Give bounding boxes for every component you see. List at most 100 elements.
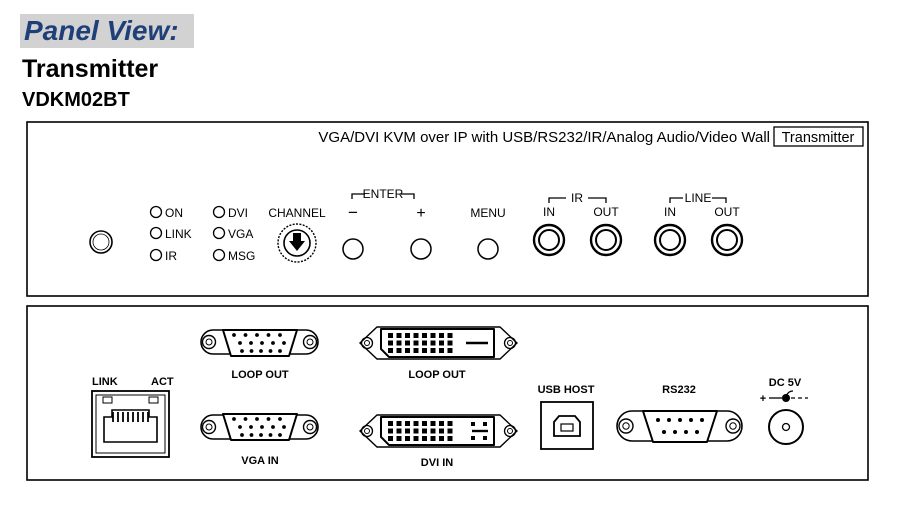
- panel-view-title: Panel View:: [24, 15, 179, 46]
- dc-power-jack[interactable]: [768, 409, 804, 445]
- dvi-in-pin: [388, 436, 393, 441]
- dvi-in-pin: [396, 421, 402, 426]
- panel-view-heading: Panel View:: [20, 14, 194, 48]
- line-in-jack[interactable]: [653, 223, 687, 257]
- line-bracket: [669, 197, 727, 203]
- enter-plus-button[interactable]: [410, 238, 432, 260]
- dvi-loop-out-port[interactable]: [358, 326, 519, 360]
- vga-loop-pin: [266, 333, 271, 337]
- dvi-in-pin: [413, 421, 419, 426]
- dvi-loop-pin: [413, 340, 419, 346]
- dvi-loop-pin: [422, 348, 427, 353]
- vga-loop-pins: [232, 333, 286, 353]
- vga-in-screw-left-hole: [205, 423, 213, 431]
- led-vga: [212, 226, 226, 240]
- model-number: VDKM02BT: [22, 89, 130, 111]
- line-group-label: LINE: [685, 191, 712, 205]
- vga-loop-screw-left-hole: [205, 338, 213, 346]
- rj45-link-led: [102, 396, 113, 404]
- dvi-loop-screw-right-hole: [507, 340, 513, 346]
- dvi-in-port[interactable]: [358, 414, 519, 448]
- dvi-loop-pin: [413, 348, 419, 353]
- vga-in-screw-right-hole: [306, 423, 314, 431]
- usb-host-label: USB HOST: [538, 384, 595, 396]
- usb-host-port[interactable]: [540, 401, 594, 450]
- usb-b-tongue: [560, 423, 574, 432]
- dvi-in-pin: [430, 421, 436, 426]
- dvi-in-pin: [439, 436, 444, 441]
- vga-loop-pin: [249, 341, 253, 345]
- vga-in-pin: [260, 425, 264, 429]
- vga-loop-out-port[interactable]: [200, 329, 319, 357]
- menu-label: MENU: [470, 206, 505, 220]
- dvi-in-pin: [447, 436, 453, 441]
- rj45-link-label: LINK: [92, 376, 118, 388]
- vga-loop-pin: [271, 341, 275, 345]
- rs232-pins: [656, 418, 704, 434]
- rs232-pin: [656, 418, 660, 422]
- dc-polarity-icon: +: [760, 390, 808, 405]
- vga-loop-pin: [240, 349, 244, 353]
- dvi-in-pin: [439, 421, 444, 426]
- vga-loop-pin: [278, 349, 282, 353]
- front-description: VGA/DVI KVM over IP with USB/RS232/IR/An…: [318, 129, 770, 146]
- line-out-label: OUT: [714, 205, 740, 219]
- dvi-loop-pin: [447, 340, 453, 346]
- ir-out-jack-inner: [595, 229, 617, 251]
- menu-button[interactable]: [477, 238, 499, 260]
- ir-out-label: OUT: [593, 205, 619, 219]
- vga-in-pin: [243, 417, 248, 421]
- rj45-ethernet-port[interactable]: [91, 390, 170, 458]
- vga-in-pin: [249, 425, 253, 429]
- vga-in-pin: [249, 433, 254, 437]
- led-link-label: LINK: [165, 227, 192, 241]
- rs232-pin: [662, 430, 666, 434]
- dvi-loop-pin: [405, 333, 410, 338]
- dvi-loop-pin: [439, 333, 444, 338]
- dvi-in-pin: [430, 436, 436, 441]
- vga-in-pin: [278, 417, 282, 421]
- dvi-in-analog-pin: [483, 422, 487, 426]
- dvi-in-pin: [405, 436, 410, 441]
- line-out-jack[interactable]: [710, 223, 744, 257]
- enter-bracket: [351, 193, 415, 199]
- rs232-port[interactable]: [616, 410, 743, 443]
- vga-in-label: VGA IN: [241, 455, 279, 467]
- vga-loop-pin: [255, 333, 259, 337]
- led-ir: [149, 248, 163, 262]
- rs232-screw-left-hole: [622, 422, 630, 430]
- dvi-in-pin: [422, 421, 427, 426]
- dvi-loop-pin: [388, 340, 393, 346]
- dvi-loop-pins: [388, 333, 453, 353]
- dvi-loop-pin: [405, 340, 410, 346]
- rs232-d-sub: [642, 410, 718, 443]
- vga-loop-pin: [282, 341, 286, 345]
- led-msg: [212, 248, 226, 262]
- rear-panel: LINK ACT LOOP OUT: [26, 305, 869, 481]
- rs232-pin: [673, 430, 677, 434]
- vga-loop-pin: [238, 341, 242, 345]
- dvi-in-pin: [396, 436, 402, 441]
- ir-out-jack[interactable]: [589, 223, 623, 257]
- enter-plus-label: +: [416, 205, 425, 222]
- power-button-inner-ring: [92, 233, 110, 251]
- vga-in-pin: [271, 425, 275, 429]
- enter-minus-button[interactable]: [342, 238, 364, 260]
- dvi-in-pin: [422, 428, 427, 434]
- vga-in-port[interactable]: [200, 413, 319, 441]
- rj45-act-led: [148, 396, 159, 404]
- transmitter-badge: Transmitter: [782, 130, 855, 146]
- dvi-in-pin: [413, 436, 419, 441]
- dvi-in-pin: [447, 421, 453, 426]
- front-panel-outline: [26, 121, 869, 297]
- rs232-pin: [689, 418, 693, 422]
- dvi-in-analog-pins: [471, 422, 488, 440]
- ir-in-jack[interactable]: [532, 223, 566, 257]
- dvi-in-label: DVI IN: [421, 457, 453, 469]
- vga-in-pin: [278, 433, 282, 437]
- vga-in-pin: [259, 433, 263, 437]
- enter-label: ENTER: [363, 187, 404, 201]
- channel-rotary-switch[interactable]: [277, 223, 317, 263]
- vga-in-pin: [238, 425, 242, 429]
